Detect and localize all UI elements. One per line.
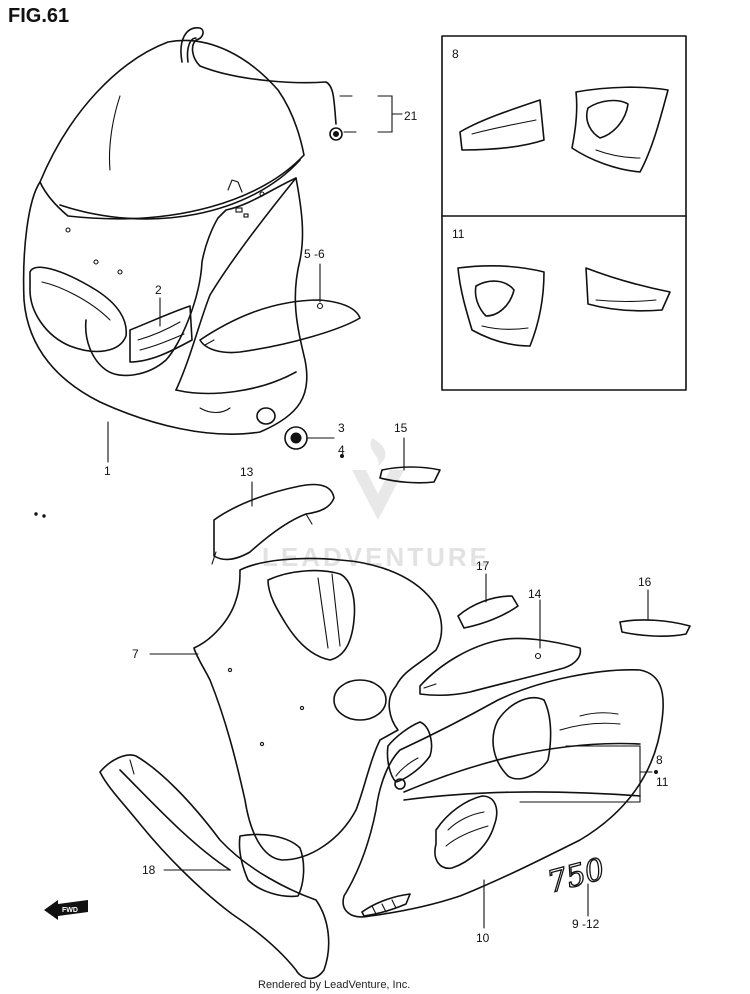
model-number-decal: 750 [544, 852, 608, 901]
callout-labels: 21 1 2 3 4 5 -6 7 8 11 9 -12 10 13 14 15… [104, 109, 669, 945]
callout-3: 3 [338, 421, 345, 435]
rr-emblem-decal [434, 795, 498, 869]
callout-15: 15 [394, 421, 408, 435]
panel-14 [419, 637, 582, 697]
inset-panel-label: 11 [452, 227, 465, 241]
callout-16: 16 [638, 575, 652, 589]
callout-17: 17 [476, 559, 490, 573]
cowling-body [22, 177, 308, 435]
callout-2: 2 [155, 283, 162, 297]
callout-4: 4 [338, 443, 345, 457]
callout-19: 21 [404, 109, 418, 123]
callout-8: 8 [656, 753, 663, 767]
callout-1: 1 [104, 464, 111, 478]
figure-title: FIG.61 [8, 5, 69, 27]
upper-cowling [22, 27, 337, 435]
callout-9-12: 9 -12 [572, 917, 600, 931]
inset-frame [441, 35, 687, 391]
lower-fairing [342, 668, 664, 918]
callout-14: 14 [528, 587, 542, 601]
cowling-side-decal [129, 305, 193, 363]
watermark: LEADVENTURE [262, 438, 490, 572]
forward-direction-marker: FWD [44, 900, 88, 920]
footer-credit: Rendered by LeadVenture, Inc. [258, 979, 410, 991]
headlight-opening [29, 266, 127, 353]
inset-panel-label: 8 [452, 47, 459, 61]
windscreen [39, 39, 305, 220]
watermark-text: LEADVENTURE [262, 542, 490, 572]
grommet [284, 426, 308, 450]
callout-18: 18 [142, 863, 156, 877]
inner-cover-13 [211, 483, 335, 565]
callout-5-6: 5 -6 [304, 247, 325, 261]
screw-21 [329, 127, 343, 141]
pad-17 [457, 595, 519, 629]
pad-15 [379, 466, 441, 484]
callout-10: 10 [476, 931, 490, 945]
forward-label: FWD [62, 907, 78, 914]
pad-16 [619, 619, 691, 637]
callout-13: 13 [240, 465, 254, 479]
leader-lines [107, 95, 658, 929]
cowling-inner-panel [199, 299, 361, 354]
inset-panel-8: 8 [452, 47, 669, 173]
under-cowl [99, 754, 330, 980]
callout-11: 11 [656, 775, 669, 789]
side-cowling [193, 557, 443, 861]
watermark-logo-icon [352, 470, 404, 520]
callout-7: 7 [132, 647, 139, 661]
windscreen-trim-strip [180, 27, 337, 125]
inset-panel-11: 11 [452, 227, 671, 347]
forward-arrow-icon [44, 900, 88, 920]
